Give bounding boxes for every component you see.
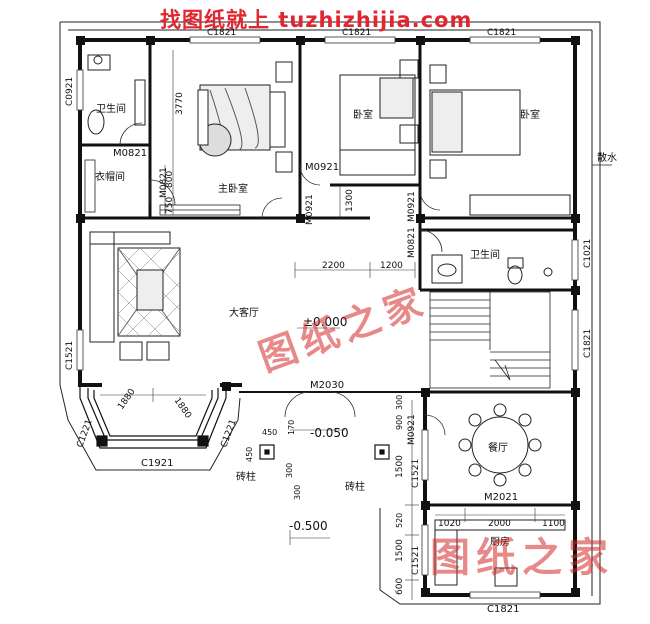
window-c1021: C1021 <box>583 239 593 268</box>
room-bed3: 卧室 <box>520 108 540 121</box>
kitchen-counter <box>434 519 566 587</box>
window-c1521-dining: C1521 <box>411 459 421 488</box>
dim-520: 520 <box>395 513 404 528</box>
staircase <box>429 291 551 389</box>
dim-600: 600 <box>395 578 405 595</box>
dim-1200: 1200 <box>380 261 403 271</box>
door-m0921-d: M0921 <box>407 414 417 445</box>
door-m0821-c: M0821 <box>407 227 417 258</box>
window-c1821-top-c: C1821 <box>487 28 516 38</box>
dim-300-c: 300 <box>395 395 404 410</box>
living-sofa-set <box>89 231 181 361</box>
window-openings <box>76 36 579 599</box>
eave-outline <box>59 21 612 605</box>
closet-rail <box>84 159 96 213</box>
dim-2200: 2200 <box>322 261 345 271</box>
dim-1100: 1100 <box>542 519 565 529</box>
dim-1500-b: 1500 <box>395 539 405 562</box>
dim-1300: 1300 <box>345 189 355 212</box>
watermark-site: 找图纸就上 tuzhizhijia.com <box>160 8 473 32</box>
window-c1221-b: C1221 <box>219 418 238 449</box>
door-swings <box>119 122 446 436</box>
room-wc1: 卫生间 <box>96 102 126 115</box>
room-dining: 餐厅 <box>488 441 508 454</box>
window-c1921-bay: C1921 <box>141 458 173 469</box>
door-m0821-a: M0821 <box>113 148 147 159</box>
label-drain: 散水 <box>597 151 617 164</box>
bay-window <box>79 385 227 449</box>
interior-walls <box>80 40 575 507</box>
room-master: 主卧室 <box>218 182 248 195</box>
dim-1500-a: 1500 <box>395 455 405 478</box>
window-c1521-kitchen: C1521 <box>411 546 421 575</box>
dim-750: 750 <box>165 197 175 214</box>
room-closet: 衣帽间 <box>95 170 125 183</box>
dim-1880-b: 1880 <box>172 396 193 421</box>
dim-300-a: 300 <box>285 463 294 478</box>
room-bed2: 卧室 <box>353 108 373 121</box>
watermark-bottom: 图纸之家 <box>430 534 614 581</box>
door-m0921-b: M0921 <box>305 194 315 225</box>
window-c1521-left: C1521 <box>65 341 75 370</box>
door-m2021: M2021 <box>484 492 518 503</box>
brick-pillars <box>259 444 390 460</box>
door-m0821-b: M0821 <box>159 167 169 198</box>
level-main: ±0.000 <box>303 315 347 329</box>
label-pillar-left: 砖柱 <box>236 470 256 483</box>
dim-3770: 3770 <box>175 92 185 115</box>
dimension-lines <box>100 50 565 600</box>
bathroom1-fixtures <box>87 54 146 135</box>
dim-1020: 1020 <box>438 519 461 529</box>
window-c1821-right: C1821 <box>583 329 593 358</box>
room-kitchen: 厨房 <box>490 535 510 548</box>
dim-1880-a: 1880 <box>116 387 137 412</box>
dim-450-a: 450 <box>262 428 277 437</box>
label-pillar-right: 砖柱 <box>345 480 365 493</box>
dim-300-b: 300 <box>293 485 302 500</box>
room-wc2: 卫生间 <box>470 248 500 261</box>
window-c1221-a: C1221 <box>75 418 94 449</box>
wardrobe <box>159 204 241 216</box>
bathroom2-fixtures <box>431 254 553 285</box>
dim-170: 170 <box>287 420 296 435</box>
text-layer: 卫生间 衣帽间 主卧室 卧室 卧室 卫生间 大客厅 餐厅 厨房 散水 砖柱 砖柱… <box>65 28 617 615</box>
bedroom3-bed <box>429 64 571 216</box>
window-c1821-top-a: C1821 <box>207 28 236 38</box>
dining-table <box>458 403 542 487</box>
dim-450-b: 450 <box>245 447 254 462</box>
window-c1821-bottom: C1821 <box>487 604 519 615</box>
dim-900: 900 <box>395 415 404 430</box>
window-c0921: C0921 <box>65 77 75 106</box>
dim-800: 800 <box>165 171 175 188</box>
room-living: 大客厅 <box>229 306 259 319</box>
dim-2000: 2000 <box>488 519 511 529</box>
bedroom2-bed <box>339 59 419 176</box>
level-outside: -0.500 <box>289 519 328 533</box>
door-m0921-a: M0921 <box>305 162 339 173</box>
level-porch: -0.050 <box>310 426 349 440</box>
master-bed <box>197 61 293 173</box>
columns <box>76 36 580 597</box>
door-m0921-c: M0921 <box>407 191 417 222</box>
door-m2030: M2030 <box>310 380 344 391</box>
window-c1821-top-b: C1821 <box>342 28 371 38</box>
